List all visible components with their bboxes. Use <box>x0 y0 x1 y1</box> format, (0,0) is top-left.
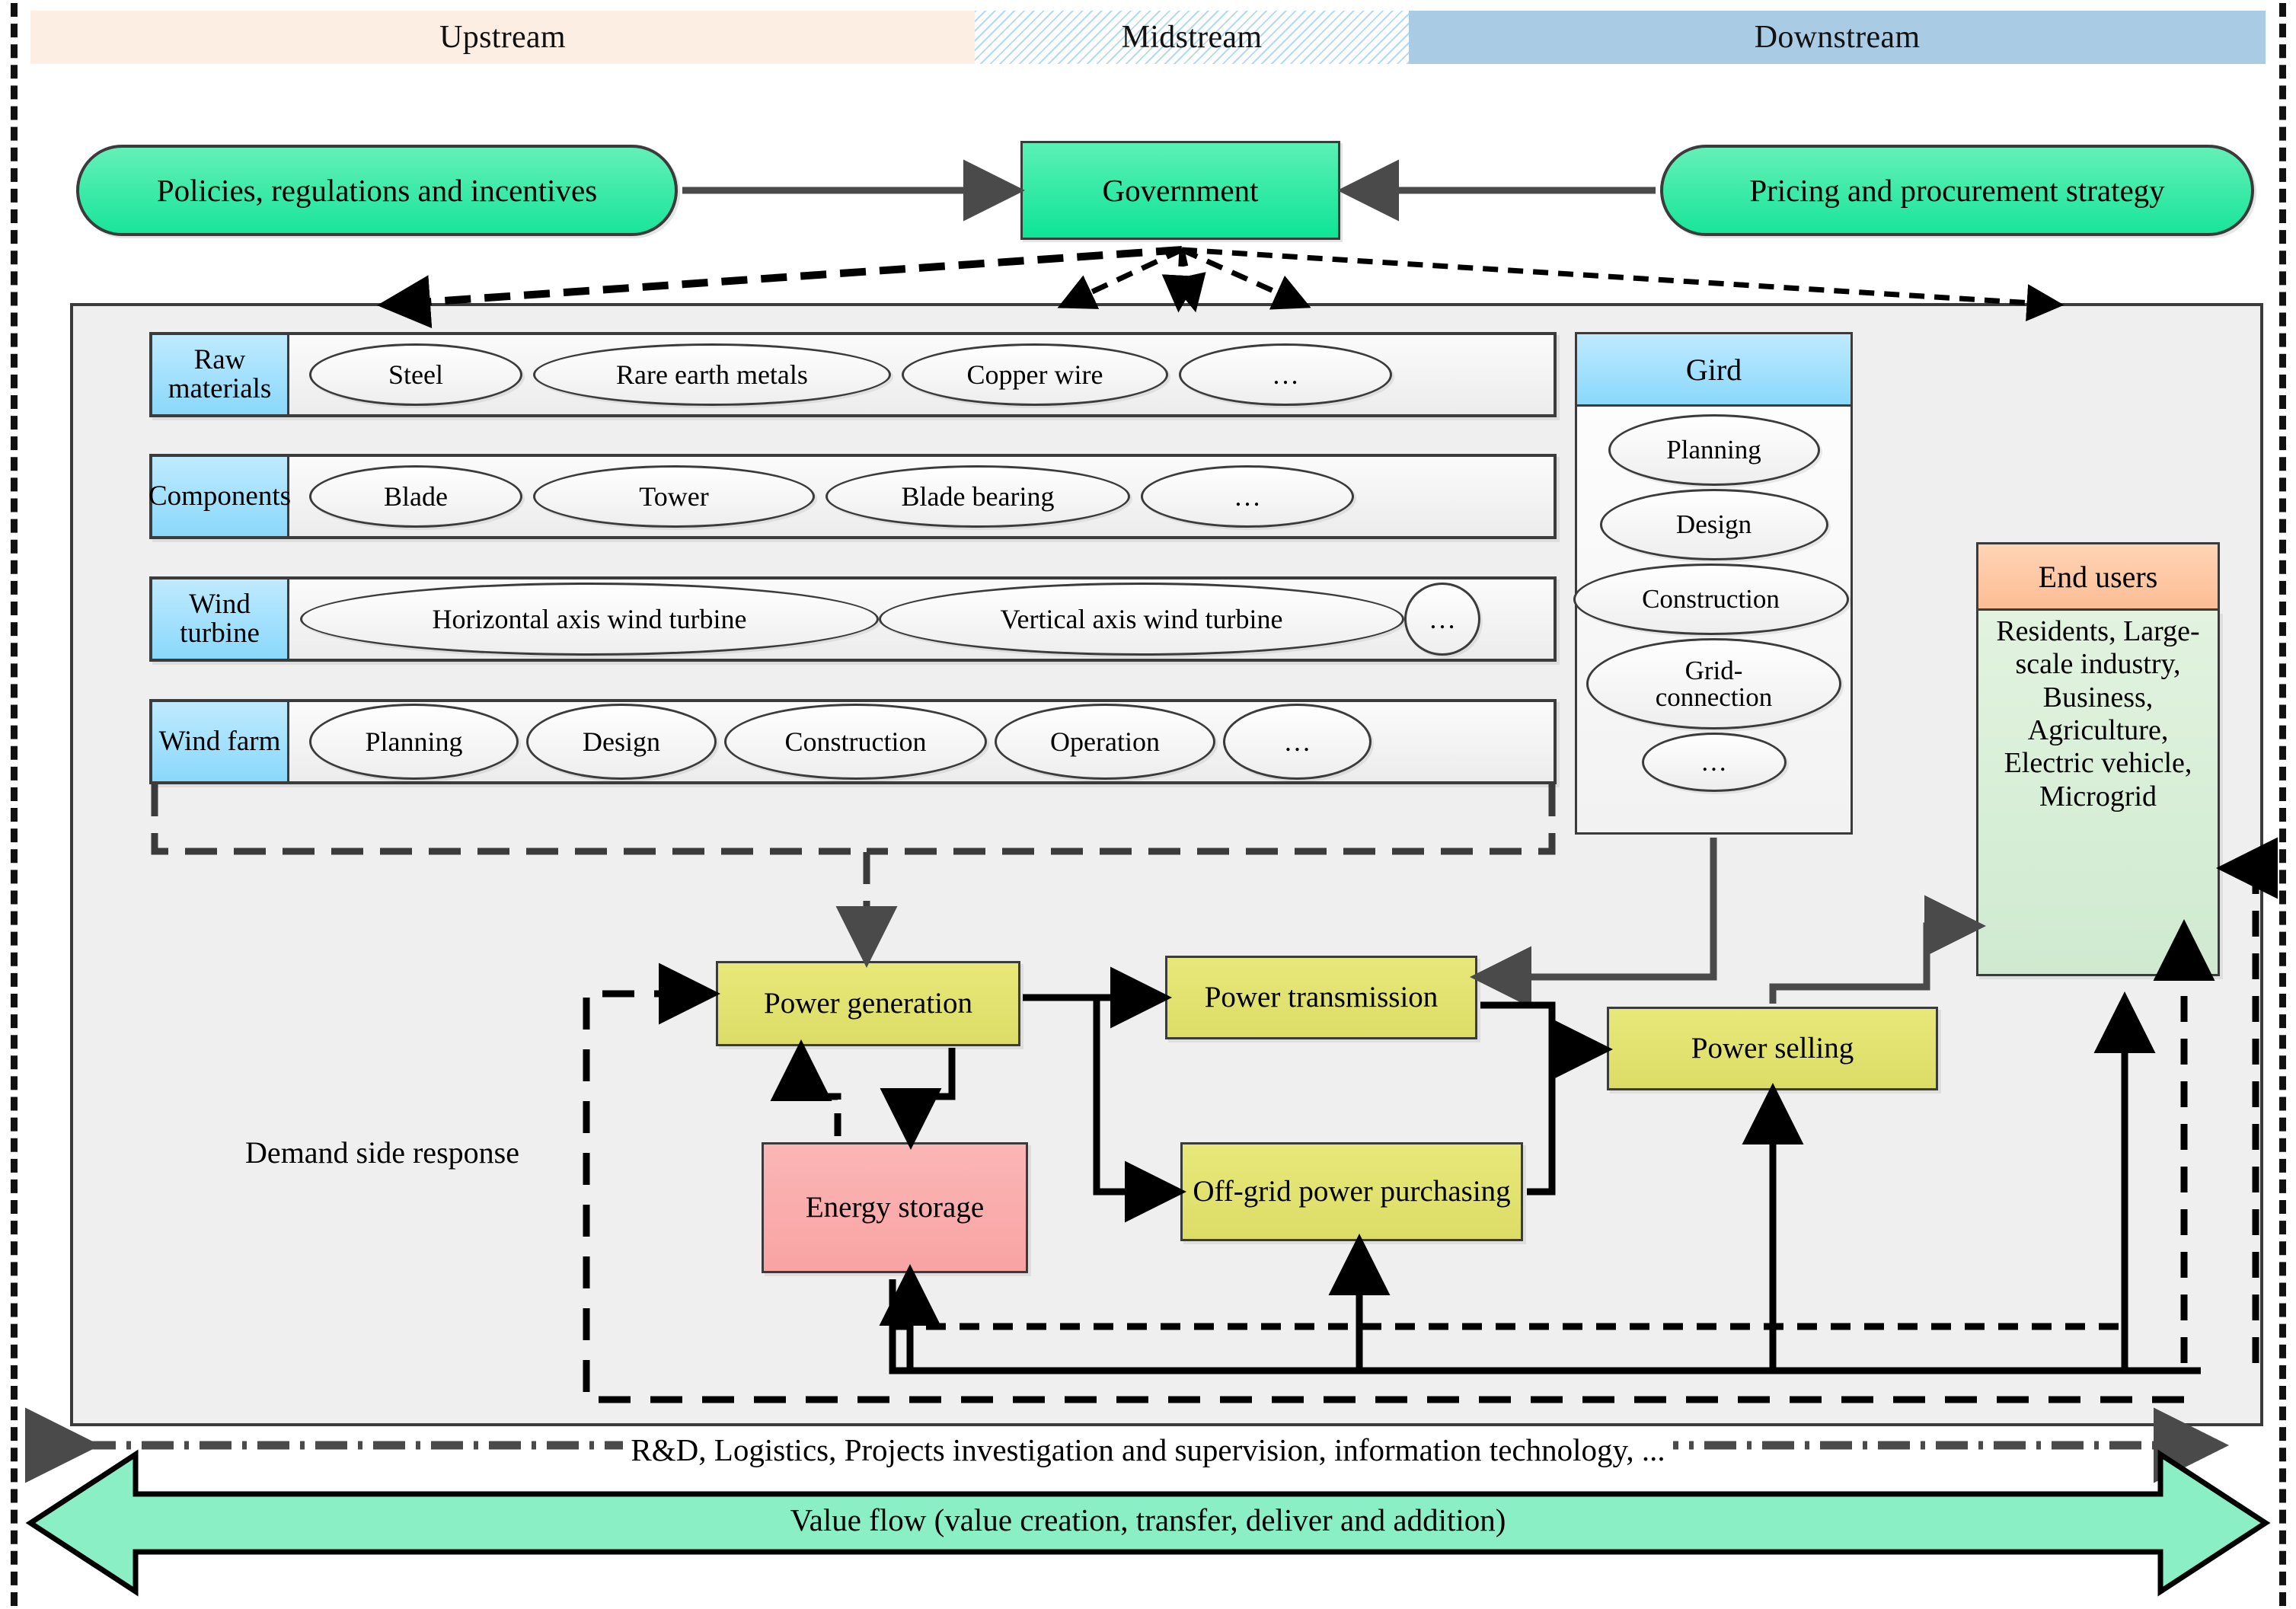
offgrid-power-purchasing-box[interactable]: Off-grid power purchasing <box>1180 1142 1523 1241</box>
energy-storage-box[interactable]: Energy storage <box>762 1142 1028 1273</box>
end-users-title: End users <box>1976 542 2220 611</box>
item-wf-operation[interactable]: Operation <box>995 704 1215 780</box>
item-wf-construction[interactable]: Construction <box>724 704 987 780</box>
row-label-components: Components <box>148 457 291 536</box>
support-activities-label: R&D, Logistics, Projects investigation a… <box>0 1432 2296 1468</box>
row-items-wind-farm: Planning Design Construction Operation … <box>289 702 1554 781</box>
pricing-procurement-strategy-pill[interactable]: Pricing and procurement strategy <box>1660 145 2254 236</box>
item-gird-more[interactable]: … <box>1641 733 1787 792</box>
row-items-raw-materials: Steel Rare earth metals Copper wire … <box>289 335 1554 414</box>
demand-side-response-label: Demand side response <box>245 1135 519 1170</box>
power-transmission-box[interactable]: Power transmission <box>1165 956 1477 1039</box>
power-generation-box[interactable]: Power generation <box>716 961 1020 1046</box>
item-gird-grid-connection[interactable]: Grid-connection <box>1586 638 1841 729</box>
item-wf-planning[interactable]: Planning <box>309 704 519 780</box>
item-wf-design[interactable]: Design <box>526 704 717 780</box>
row-items-components: Blade Tower Blade bearing … <box>289 457 1554 536</box>
item-gird-design[interactable]: Design <box>1599 489 1828 560</box>
gird-items: Planning Design Construction Grid-connec… <box>1573 407 1853 835</box>
item-steel[interactable]: Steel <box>309 343 522 406</box>
government-box[interactable]: Government <box>1020 141 1340 240</box>
item-gird-construction[interactable]: Construction <box>1573 563 1849 635</box>
item-wind-farm-more[interactable]: … <box>1223 704 1372 780</box>
chain-row-components: Components Blade Tower Blade bearing … <box>148 454 1557 539</box>
item-horizontal-axis-wind-turbine[interactable]: Horizontal axis wind turbine <box>300 583 879 656</box>
item-blade-bearing[interactable]: Blade bearing <box>825 465 1130 528</box>
value-flow-label: Value flow (value creation, transfer, de… <box>790 1502 1506 1537</box>
row-items-wind-turbine: Horizontal axis wind turbine Vertical ax… <box>289 579 1554 659</box>
row-label-wind-farm: Wind farm <box>152 702 289 781</box>
item-blade[interactable]: Blade <box>309 465 522 528</box>
item-copper-wire[interactable]: Copper wire <box>902 343 1168 406</box>
policies-regulations-incentives-pill[interactable]: Policies, regulations and incentives <box>76 145 678 236</box>
item-tower[interactable]: Tower <box>533 465 815 528</box>
item-vertical-axis-wind-turbine[interactable]: Vertical axis wind turbine <box>879 583 1404 656</box>
header-midstream: Midstream <box>975 11 1409 64</box>
end-users-list: Residents, Large-scale industry, Busines… <box>1976 611 2220 976</box>
item-components-more[interactable]: … <box>1141 465 1354 528</box>
support-activities-text: R&D, Logistics, Projects investigation a… <box>623 1432 1673 1467</box>
gird-column: Gird Planning Design Construction Grid-c… <box>1573 332 1853 835</box>
item-gird-planning[interactable]: Planning <box>1608 414 1820 486</box>
item-wind-turbine-more[interactable]: … <box>1404 583 1480 656</box>
header-downstream: Downstream <box>1409 11 2266 64</box>
item-raw-materials-more[interactable]: … <box>1179 343 1392 406</box>
chain-row-wind-farm: Wind farm Planning Design Construction O… <box>149 699 1557 784</box>
outer-dashed-frame <box>11 3 2286 1606</box>
header-upstream: Upstream <box>30 11 975 64</box>
item-rare-earth-metals[interactable]: Rare earth metals <box>533 343 891 406</box>
gird-title: Gird <box>1575 332 1853 407</box>
power-selling-box[interactable]: Power selling <box>1607 1007 1938 1090</box>
end-users-block: End users Residents, Large-scale industr… <box>1976 542 2220 976</box>
